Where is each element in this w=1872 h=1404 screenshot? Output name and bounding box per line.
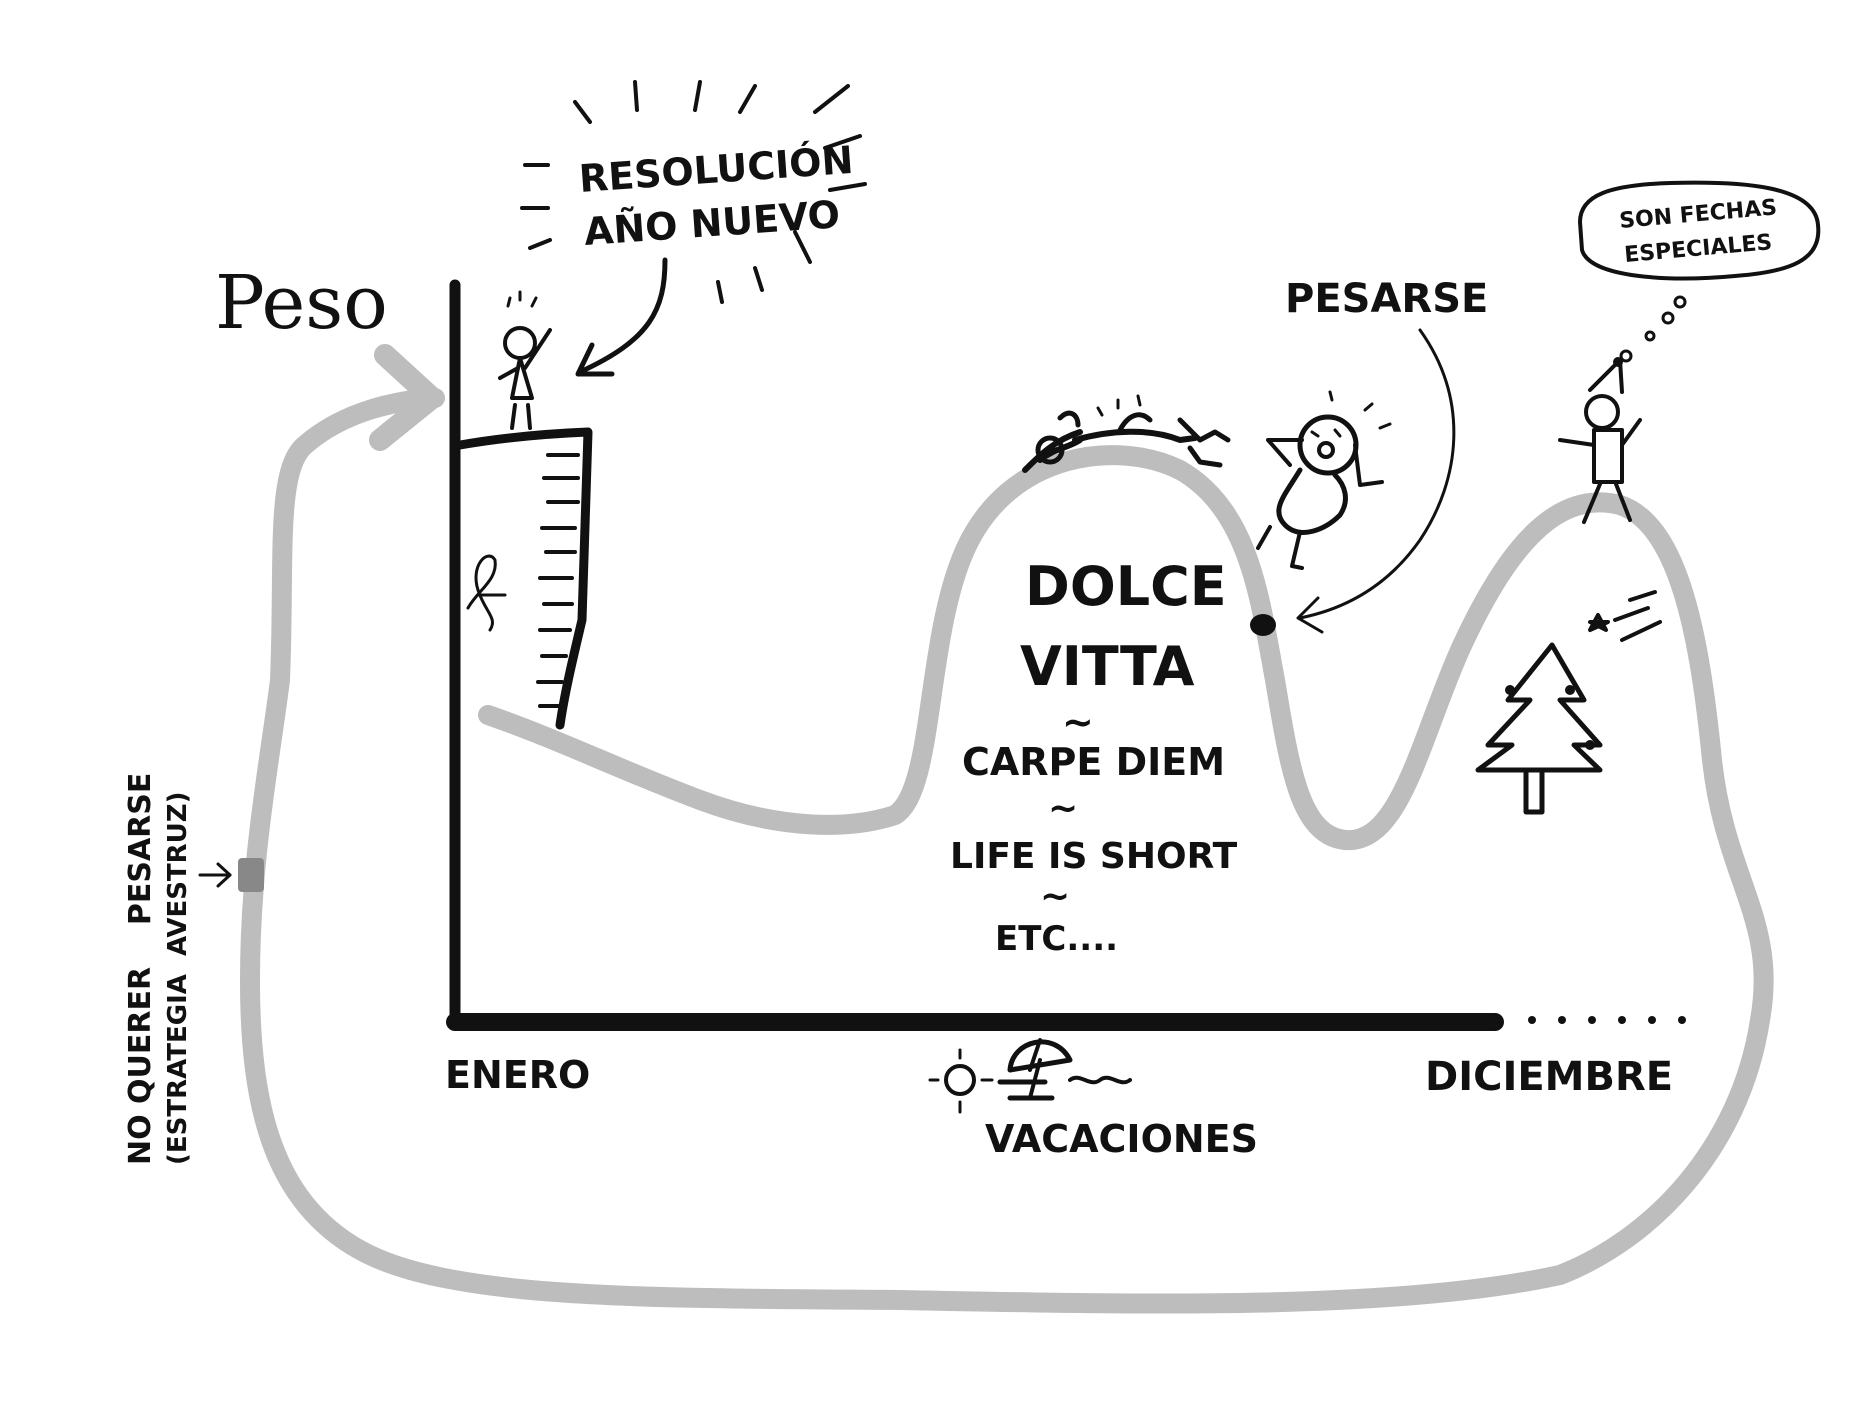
shooting-star [1588, 590, 1662, 642]
thought-bubble-dots [1619, 295, 1687, 363]
axes [446, 279, 1686, 1031]
resolution-burst-lines [520, 80, 867, 304]
center-line-vitta: VITTA [1020, 635, 1195, 698]
cliff-drawing [455, 427, 593, 730]
party-person [1558, 357, 1642, 524]
shocked-falling-person [1256, 390, 1392, 570]
center-text: DOLCE VITTA ~ CARPE DIEM ~ LIFE IS SHORT… [950, 555, 1238, 959]
resolution-line-1: RESOLUCIÓN [578, 138, 855, 201]
ostrich-marker [238, 858, 264, 892]
waves-icon [1068, 1075, 1132, 1085]
resolution-arrow [575, 257, 668, 377]
x-start-label: ENERO [445, 1053, 590, 1097]
side-note-line-2: (ESTRATEGIA AVESTRUZ) [163, 791, 193, 1165]
thought-bubble-text: SON FECHAS ESPECIALES [1618, 195, 1778, 268]
y-axis-label: Peso [215, 260, 388, 346]
side-note-line-1: NO QUERER PESARSE [123, 773, 158, 1165]
sunbathing-person [1022, 394, 1231, 473]
side-note: NO QUERER PESARSE (ESTRATEGIA AVESTRUZ) [123, 773, 193, 1165]
center-line-etc: ETC.... [995, 919, 1118, 959]
center-line-life-is-short: LIFE IS SHORT [950, 836, 1238, 877]
center-sep-3: ~ [1040, 876, 1070, 917]
thought-bubble-line-1: SON FECHAS [1618, 195, 1778, 234]
center-sep-1: ~ [1062, 700, 1094, 744]
beach-umbrella-icon [997, 1038, 1073, 1101]
sun-icon [928, 1048, 994, 1114]
weight-cycle-curve [238, 344, 1774, 1314]
person-on-cliff [498, 290, 552, 430]
x-end-label: DICIEMBRE [1425, 1054, 1673, 1100]
resolution-label: RESOLUCIÓN AÑO NUEVO [578, 138, 855, 254]
center-line-dolce: DOLCE [1025, 555, 1227, 618]
side-note-arrow [198, 862, 232, 888]
axis-continuation-dots [1528, 1016, 1686, 1024]
vacation-label: VACACIONES [985, 1117, 1258, 1161]
christmas-tree [1475, 642, 1603, 815]
weigh-point-dot [1250, 614, 1276, 636]
thought-bubble-line-2: ESPECIALES [1623, 230, 1773, 268]
thought-bubble [1578, 180, 1821, 281]
vacation-icons [928, 1038, 1132, 1114]
center-sep-2: ~ [1048, 788, 1078, 829]
center-line-carpe-diem: CARPE DIEM [962, 740, 1225, 784]
weigh-label: PESARSE [1285, 276, 1488, 322]
weigh-arrow [1296, 328, 1456, 634]
